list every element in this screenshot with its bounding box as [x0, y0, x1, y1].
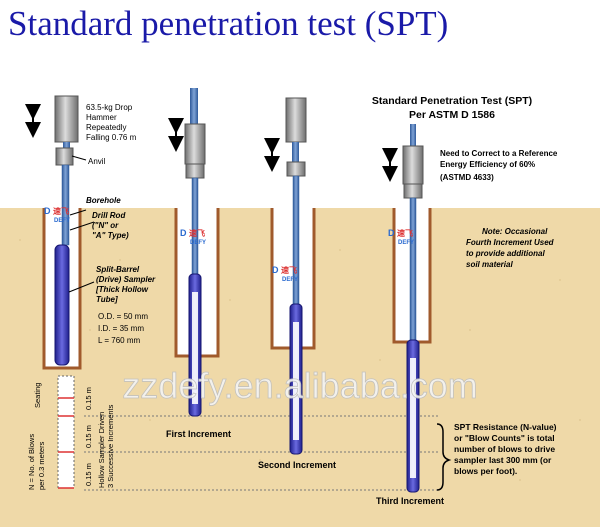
svg-text:Tube]: Tube] [96, 295, 118, 304]
svg-text:速飞: 速飞 [53, 206, 69, 216]
svg-text:速飞: 速飞 [189, 228, 205, 238]
increment-value-3: 0.15 m [84, 463, 93, 486]
blows-label-2: per 0.3 meters [37, 441, 46, 490]
svg-text:Note: Occasional: Note: Occasional [482, 227, 548, 236]
seating-label: Seating [33, 383, 42, 408]
svg-text:SPT Resistance (N-value): SPT Resistance (N-value) [454, 422, 557, 432]
svg-text:Drill Rod: Drill Rod [92, 211, 126, 220]
resistance-bracket [436, 423, 452, 491]
drill-rod-1 [61, 164, 70, 246]
anvil-label: Anvil [88, 157, 106, 166]
svg-text:to provide additional: to provide additional [466, 249, 545, 258]
svg-text:Hammer: Hammer [86, 113, 117, 122]
drop-hammer-3 [285, 97, 307, 143]
svg-text:DEFY: DEFY [54, 218, 70, 224]
svg-text:O.D. = 50 mm: O.D. = 50 mm [98, 312, 148, 321]
page-title: Standard penetration test (SPT) [8, 4, 449, 43]
diagram-standard: Per ASTM D 1586 [409, 109, 495, 121]
svg-text:(Drive) Sampler: (Drive) Sampler [96, 275, 156, 284]
third-increment-label: Third Increment [376, 496, 444, 506]
drop-hammer-2 [184, 123, 206, 165]
increment-value-2: 0.15 m [84, 425, 93, 448]
svg-text:Need to Correct to a Reference: Need to Correct to a Reference [440, 149, 558, 158]
svg-text:soil material: soil material [466, 260, 513, 269]
drill-rod-3 [292, 175, 300, 305]
watermark: zzdefy.en.alibaba.com [122, 365, 478, 406]
assembly-4 [402, 124, 424, 493]
svg-text:Falling 0.76 m: Falling 0.76 m [86, 133, 137, 142]
drill-rod-label: Drill Rod ("N" or "A" Type) [92, 211, 129, 240]
svg-text:Repeatedly: Repeatedly [86, 123, 126, 132]
svg-text:("N" or: ("N" or [92, 221, 119, 230]
drill-rod-4 [409, 197, 417, 341]
svg-text:D: D [44, 206, 51, 216]
increment-value-1: 0.15 m [84, 387, 93, 410]
svg-text:D: D [180, 228, 187, 238]
svg-text:速飞: 速飞 [281, 265, 297, 275]
spt-resistance-note: SPT Resistance (N-value) or "Blow Counts… [454, 422, 557, 476]
svg-text:D: D [272, 265, 279, 275]
drill-rod-2 [191, 177, 199, 275]
assembly-1 [54, 95, 79, 366]
svg-text:速飞: 速飞 [397, 228, 413, 238]
svg-text:DEFY: DEFY [282, 277, 298, 283]
svg-text:number of blows to drive: number of blows to drive [454, 444, 555, 454]
anvil-4 [403, 183, 423, 199]
assembly-3 [285, 97, 307, 455]
svg-text:Split-Barrel: Split-Barrel [96, 265, 140, 274]
anvil-3 [286, 161, 306, 177]
anvil-2 [185, 163, 205, 179]
sample-column [57, 375, 75, 489]
driven-label-1: Hollow Sampler Driven [97, 412, 106, 488]
svg-text:L = 760 mm: L = 760 mm [98, 336, 141, 345]
svg-text:63.5-kg Drop: 63.5-kg Drop [86, 103, 133, 112]
svg-text:(ASTMD 4633): (ASTMD 4633) [440, 173, 494, 182]
svg-text:I.D. = 35 mm: I.D. = 35 mm [98, 324, 144, 333]
assembly-2 [184, 88, 206, 417]
split-barrel-sampler-1 [54, 244, 70, 366]
svg-text:DEFY: DEFY [398, 240, 414, 246]
hammer-motion-arrows [25, 104, 398, 182]
leader-lines [68, 155, 95, 293]
fourth-increment-note: Note: Occasional Fourth Increment Used t… [466, 227, 555, 269]
borehole-label: Borehole [86, 196, 121, 205]
sampler-dimensions: O.D. = 50 mm I.D. = 35 mm L = 760 mm [98, 312, 148, 345]
first-increment-label: First Increment [166, 429, 231, 439]
hammer-label: 63.5-kg Drop Hammer Repeatedly Falling 0… [86, 103, 137, 142]
increment-lines [84, 415, 440, 491]
sampler-label: Split-Barrel (Drive) Sampler [Thick Holl… [95, 265, 156, 304]
svg-text:Energy Efficiency of 60%: Energy Efficiency of 60% [440, 160, 535, 169]
svg-text:[Thick Hollow: [Thick Hollow [95, 285, 149, 294]
drop-hammer-4 [402, 145, 424, 185]
svg-text:"A" Type): "A" Type) [92, 231, 129, 240]
blows-label-1: N = No. of Blows [27, 434, 36, 490]
svg-text:D: D [388, 228, 395, 238]
svg-text:sampler last 300 mm (or: sampler last 300 mm (or [454, 455, 552, 465]
svg-text:Fourth Increment Used: Fourth Increment Used [466, 238, 555, 247]
svg-text:DEFY: DEFY [190, 240, 206, 246]
svg-text:or "Blow Counts" is total: or "Blow Counts" is total [454, 433, 555, 443]
second-increment-label: Second Increment [258, 460, 336, 470]
correction-note: Need to Correct to a Reference Energy Ef… [440, 149, 558, 182]
diagram-header: Standard Penetration Test (SPT) [372, 95, 532, 107]
driven-label-2: 3 Successive Increments [106, 404, 115, 488]
drop-hammer-1 [54, 95, 79, 143]
anvil-1 [55, 147, 74, 166]
svg-text:blows per foot).: blows per foot). [454, 466, 517, 476]
